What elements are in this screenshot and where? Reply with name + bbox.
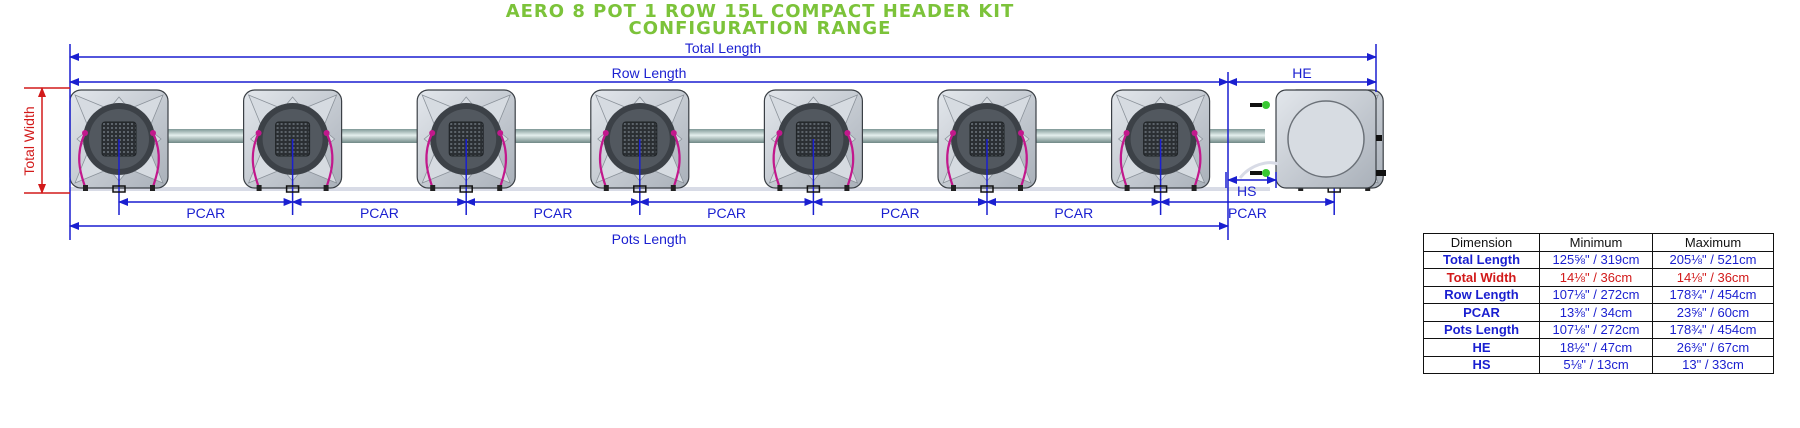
- table-row-pcar: PCAR 13⅜" / 34cm 23⅝" / 60cm: [1423, 303, 1774, 322]
- pot: [68, 88, 170, 215]
- column-header: Dimension: [1423, 233, 1540, 252]
- table-row-pots-length: Pots Length 107⅛" / 272cm 178¾" / 454cm: [1423, 320, 1774, 339]
- pot: [936, 88, 1038, 215]
- title-line-2: CONFIGURATION RANGE: [628, 18, 892, 39]
- table-cell-name: Total Length: [1423, 250, 1540, 269]
- pcar-label: PCAR: [707, 205, 746, 221]
- pot: [1110, 88, 1211, 215]
- table-row-he: HE 18½" / 47cm 26⅜" / 67cm: [1423, 338, 1774, 357]
- table-cell-min: 125⅝" / 319cm: [1539, 250, 1653, 269]
- table-cell-max: 13" / 33cm: [1652, 355, 1774, 374]
- column-header: Minimum: [1539, 233, 1653, 252]
- pcar-label: PCAR: [186, 205, 225, 221]
- total-length-label: Total Length: [685, 40, 761, 56]
- dimension-lines: [24, 44, 1377, 240]
- table-cell-name: Total Width: [1423, 268, 1540, 287]
- pcar-label: PCAR: [360, 205, 399, 221]
- table-cell-min: 107⅛" / 272cm: [1539, 320, 1653, 339]
- pots-length-label: Pots Length: [612, 231, 687, 247]
- table-cell-max: 14⅛" / 36cm: [1652, 268, 1774, 287]
- column-header: Maximum: [1652, 233, 1774, 252]
- table-cell-min: 14⅛" / 36cm: [1539, 268, 1653, 287]
- table-cell-max: 26⅜" / 67cm: [1652, 338, 1774, 357]
- pcar-dimensions: PCAR PCAR PCAR PCAR PCAR PCAR PCAR: [118, 198, 1336, 221]
- table-cell-name: PCAR: [1423, 303, 1540, 322]
- table-cell-name: Pots Length: [1423, 320, 1540, 339]
- table-cell-max: 178¾" / 454cm: [1652, 320, 1774, 339]
- pot: [589, 88, 690, 215]
- pcar-label: PCAR: [1054, 205, 1093, 221]
- table-row-hs: HS 5⅛" / 13cm 13" / 33cm: [1423, 355, 1774, 374]
- hs-label: HS: [1237, 183, 1256, 199]
- table-header-row: Dimension Minimum Maximum: [1423, 233, 1774, 252]
- row-length-label: Row Length: [612, 65, 687, 81]
- table-cell-max: 23⅝" / 60cm: [1652, 303, 1774, 322]
- pot: [416, 88, 517, 215]
- table-cell-name: Row Length: [1423, 285, 1540, 304]
- pcar-label: PCAR: [1228, 205, 1267, 221]
- table-cell-min: 5⅛" / 13cm: [1539, 355, 1653, 374]
- table-row-row-length: Row Length 107⅛" / 272cm 178¾" / 454cm: [1423, 285, 1774, 304]
- he-label: HE: [1292, 65, 1311, 81]
- return-line: [70, 187, 1270, 191]
- pots: [68, 88, 1385, 215]
- header-end-unit: [1238, 89, 1386, 189]
- table-cell-min: 13⅜" / 34cm: [1539, 303, 1653, 322]
- table-cell-max: 205⅛" / 521cm: [1652, 250, 1774, 269]
- dimension-table: Dimension Minimum Maximum Total Length 1…: [1423, 233, 1774, 374]
- title-line-1: AERO 8 POT 1 ROW 15L COMPACT HEADER KIT: [505, 1, 1015, 22]
- table-cell-max: 178¾" / 454cm: [1652, 285, 1774, 304]
- table-row-total-length: Total Length 125⅝" / 319cm 205⅛" / 521cm: [1423, 250, 1774, 269]
- pot: [763, 88, 864, 215]
- table-cell-min: 107⅛" / 272cm: [1539, 285, 1653, 304]
- table-cell-name: HS: [1423, 355, 1540, 374]
- table-cell-name: HE: [1423, 338, 1540, 357]
- pot: [242, 88, 343, 215]
- table-cell-min: 18½" / 47cm: [1539, 338, 1653, 357]
- table-row-total-width: Total Width 14⅛" / 36cm 14⅛" / 36cm: [1423, 268, 1774, 287]
- pcar-label: PCAR: [534, 205, 573, 221]
- total-width-label: Total Width: [21, 106, 37, 175]
- pcar-label: PCAR: [881, 205, 920, 221]
